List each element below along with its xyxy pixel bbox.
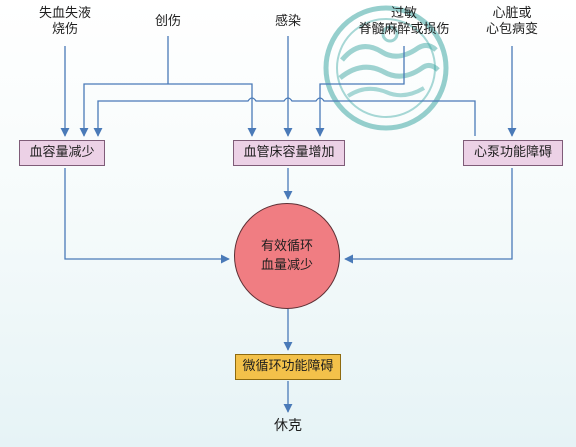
arrow-cardiac-pump-to-center: [344, 168, 513, 264]
arrow-trauma-to-blood-volume: [79, 83, 168, 137]
arrow-blood-volume-to-center: [64, 168, 230, 264]
cause-infection: 感染: [274, 14, 301, 29]
cause-allergy-line2: 脊髓麻醉或损伤: [358, 22, 450, 37]
arrow-allergy-to-vascular-bed: [315, 46, 405, 137]
cause-allergy-line1: 过敏: [390, 6, 417, 21]
box-microcirculation-dysfunction: 微循环功能障碍: [235, 354, 341, 380]
cause-allergy-spinal: 过敏 脊髓麻醉或损伤: [346, 6, 462, 38]
cause-trauma: 创伤: [154, 14, 181, 29]
center-line2: 血量减少: [260, 258, 313, 273]
box-blood-volume-decrease: 血容量减少: [19, 140, 105, 166]
cause-blood-loss-burn: 失血失液 烧伤: [28, 6, 102, 38]
arrow-cardiac-branch-to-blood-volume: [93, 97, 476, 137]
result-shock: 休克: [274, 418, 302, 434]
cause-heart-line1: 心脏或: [492, 6, 532, 21]
watermark-emblem-icon: [323, 5, 449, 131]
box-vascular-bed-increase: 血管床容量增加: [233, 140, 345, 166]
box-cardiac-pump-dysfunction: 心泵功能障碍: [463, 140, 563, 166]
arrow-trauma-to-vascular-bed: [168, 83, 257, 137]
cause-blood-loss-line2: 烧伤: [51, 22, 78, 37]
center-line1: 有效循环: [260, 239, 313, 254]
node-effective-circulating-volume-decrease: 有效循环 血量减少: [234, 203, 340, 309]
cause-blood-loss-line1: 失血失液: [38, 6, 91, 21]
cause-heart-line2: 心包病变: [485, 22, 538, 37]
cause-heart-pericardial: 心脏或 心包病变: [474, 6, 550, 38]
